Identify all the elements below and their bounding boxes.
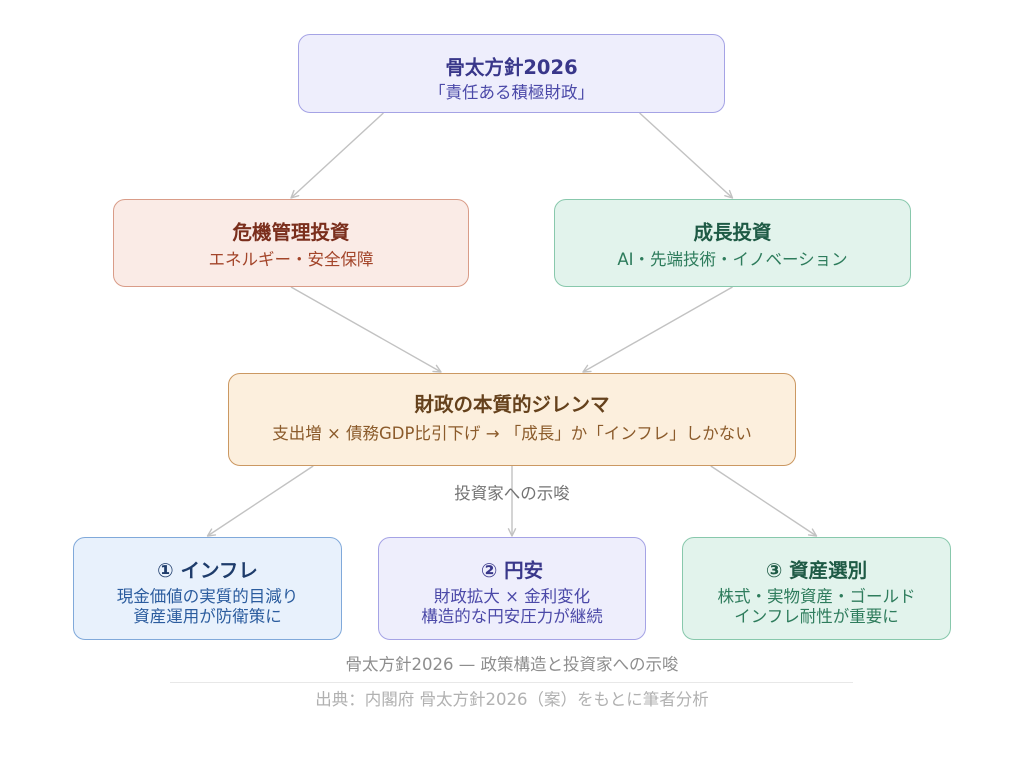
connector-line — [290, 112, 384, 199]
arrow-honebuto-policy-to-crisis-management-investment — [290, 112, 384, 199]
node-subtitle: 支出増 × 債務GDP比引下げ → 「成長」か「インフレ」しかない — [272, 424, 752, 443]
node-title: ① インフレ — [157, 559, 258, 582]
node-fiscal-dilemma: 財政の本質的ジレンマ 支出増 × 債務GDP比引下げ → 「成長」か「インフレ」… — [228, 373, 796, 466]
arrow-growth-investment-to-fiscal-dilemma — [582, 286, 733, 373]
node-title: 危機管理投資 — [232, 221, 350, 244]
node-weak-yen: ② 円安 財政拡大 × 金利変化 構造的な円安圧力が継続 — [378, 537, 646, 640]
connector-line — [710, 465, 817, 537]
node-subtitle: エネルギー・安全保障 — [208, 250, 374, 269]
node-crisis-management-investment: 危機管理投資 エネルギー・安全保障 — [113, 199, 469, 287]
node-title: 成長投資 — [693, 221, 772, 244]
node-detail-line: 資産運用が防衛策に — [133, 607, 282, 626]
node-growth-investment: 成長投資 AI・先端技術・イノベーション — [554, 199, 911, 287]
arrow-fiscal-dilemma-to-inflation — [206, 465, 314, 537]
arrowhead-icon — [206, 528, 217, 537]
arrowhead-icon — [290, 189, 300, 199]
node-honebuto-policy: 骨太方針2026 「責任ある積極財政」 — [298, 34, 725, 113]
connector-line — [582, 286, 733, 373]
connector-line — [290, 286, 442, 373]
arrow-crisis-management-investment-to-fiscal-dilemma — [290, 286, 442, 373]
node-detail-line: 財政拡大 × 金利変化 — [433, 587, 591, 606]
node-title: 財政の本質的ジレンマ — [414, 393, 610, 416]
node-subtitle: AI・先端技術・イノベーション — [617, 250, 848, 269]
arrow-honebuto-policy-to-growth-investment — [639, 112, 734, 199]
caption-divider — [170, 682, 853, 683]
arrow-fiscal-dilemma-to-asset-selection — [710, 465, 818, 537]
source-note: 出典：内閣府 骨太方針2026（案）をもとに筆者分析 — [315, 690, 709, 709]
node-inflation: ① インフレ 現金価値の実質的目減り 資産運用が防衛策に — [73, 537, 342, 640]
node-subtitle: 「責任ある積極財政」 — [429, 83, 594, 102]
arrowhead-icon — [432, 364, 442, 373]
connector-line — [207, 465, 314, 537]
node-detail-line: 構造的な円安圧力が継続 — [421, 607, 603, 626]
arrowhead-icon — [582, 364, 592, 373]
node-asset-selection: ③ 資産選別 株式・実物資産・ゴールド インフレ耐性が重要に — [682, 537, 951, 640]
edge-label-investor-implications: 投資家への示唆 — [454, 484, 570, 503]
node-detail-line: 現金価値の実質的目減り — [116, 587, 299, 606]
connector-line — [639, 112, 733, 199]
node-title: ② 円安 — [480, 559, 544, 582]
node-detail-line: 株式・実物資産・ゴールド — [717, 587, 916, 606]
arrowhead-icon — [807, 528, 818, 537]
arrowhead-icon — [724, 189, 734, 199]
figure-caption: 骨太方針2026 — 政策構造と投資家への示唆 — [345, 655, 679, 674]
node-title: ③ 資産選別 — [765, 559, 868, 582]
node-title: 骨太方針2026 — [445, 56, 578, 79]
arrowhead-icon — [507, 528, 517, 537]
node-detail-line: インフレ耐性が重要に — [734, 607, 899, 626]
